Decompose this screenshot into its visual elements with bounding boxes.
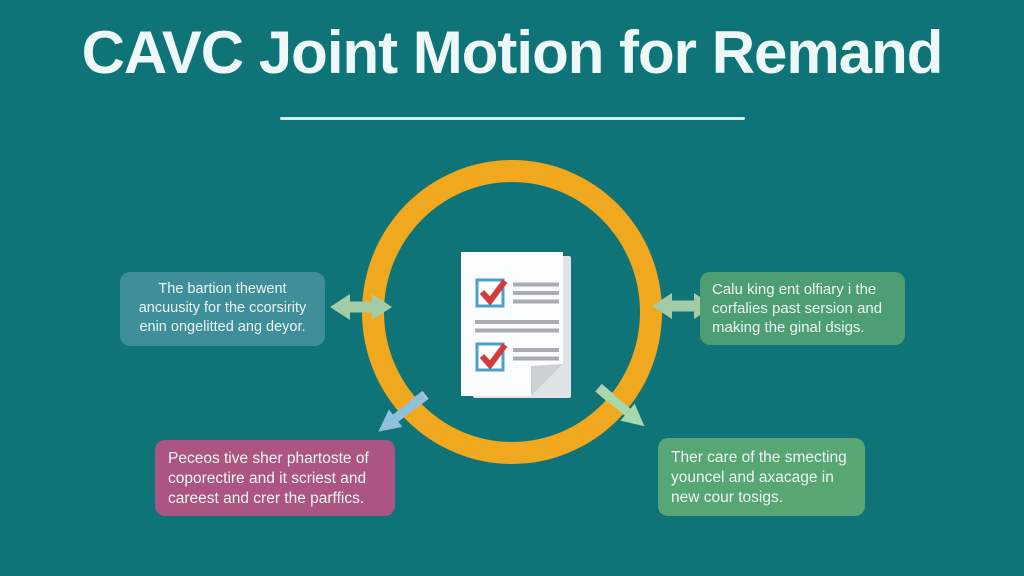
- document-folded-corner: [531, 364, 563, 396]
- info-box-text-line: enin ongelitted ang deyor.: [139, 319, 306, 336]
- info-box-text-line: corfalies past sersion and: [712, 300, 883, 318]
- page-title: CAVC Joint Motion for Remand: [81, 19, 944, 86]
- info-box-text-line: making the ginal dsigs.: [712, 319, 865, 337]
- info-box-top-left: The bartion thewent ancuusity for the cc…: [120, 272, 325, 346]
- info-box-top-right: Calu king ent olfiary i the corfalies pa…: [700, 272, 905, 345]
- info-box-text-line: Ther care of the smecting: [671, 449, 847, 466]
- info-box-text-line: Peceos tive sher phartoste of: [168, 450, 369, 467]
- info-box-text-line: coporectire and it scriest and: [168, 470, 367, 488]
- title-underline: [280, 117, 745, 120]
- checkmark-icon: [479, 279, 508, 306]
- info-box-text-line: new cour tosigs.: [671, 489, 783, 507]
- paragraph-lines: [475, 320, 559, 333]
- info-box-text-line: The bartion thewent: [158, 281, 287, 297]
- info-box-bottom-right: Ther care of the smecting youncel and ax…: [658, 438, 865, 516]
- checklist-document-icon: [461, 252, 571, 398]
- checkmark-icon: [479, 343, 508, 370]
- info-box-text-line: careest and crer the parffics.: [168, 490, 365, 508]
- info-box-text-line: youncel and axacage in: [671, 469, 834, 487]
- info-box-text-line: ancuusity for the ccorsirity: [138, 300, 307, 317]
- checkbox-item-1: [475, 278, 559, 308]
- text-lines: [513, 282, 559, 304]
- checkbox-item-2: [475, 342, 559, 372]
- info-box-bottom-left: Peceos tive sher phartoste of coporectir…: [155, 440, 395, 516]
- text-lines: [513, 348, 559, 361]
- info-box-text-line: Calu king ent olfiary i the: [712, 281, 877, 298]
